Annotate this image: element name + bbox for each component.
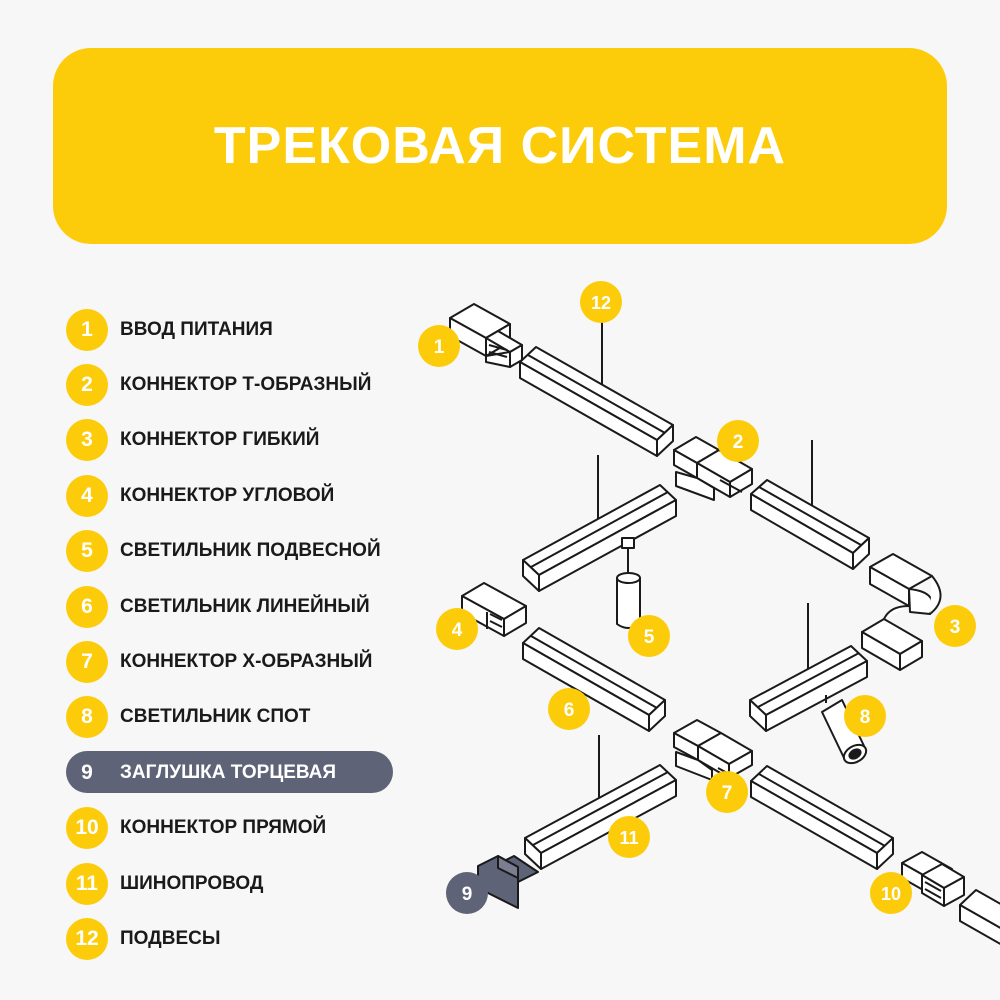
legend-number-badge: 1 <box>66 308 108 351</box>
legend-item-6[interactable]: 6 СВЕТИЛЬНИК ЛИНЕЙНЫЙ <box>66 579 406 634</box>
legend-item-5[interactable]: 5 СВЕТИЛЬНИК ПОДВЕСНОЙ <box>66 524 406 579</box>
legend-item-12[interactable]: 12 ПОДВЕСЫ <box>66 911 406 966</box>
callout-number: 10 <box>881 884 901 904</box>
callout-badge-7: 7 <box>706 771 748 813</box>
callout-badge-8: 8 <box>844 695 886 737</box>
legend-number-badge: 10 <box>66 807 108 850</box>
legend-item-2[interactable]: 2 КОННЕКТОР Т-ОБРАЗНЫЙ <box>66 357 406 412</box>
callout-number: 4 <box>452 620 463 641</box>
legend-item-7[interactable]: 7 КОННЕКТОР Х-ОБРАЗНЫЙ <box>66 634 406 689</box>
t-connector <box>673 436 753 501</box>
legend-label: КОННЕКТОР ПРЯМОЙ <box>120 817 327 839</box>
legend-label: ВВОД ПИТАНИЯ <box>120 318 273 340</box>
callout-number: 12 <box>591 293 611 313</box>
legend-item-8[interactable]: 8 СВЕТИЛЬНИК СПОТ <box>66 690 406 745</box>
legend-label: СВЕТИЛЬНИК СПОТ <box>120 706 311 728</box>
legend-item-9[interactable]: 9 ЗАГЛУШКА ТОРЦЕВАЯ <box>66 745 406 800</box>
legend-label: ШИНОПРОВОД <box>120 872 264 894</box>
track-rail <box>749 645 868 732</box>
end-cap <box>477 855 539 909</box>
x-connector <box>673 719 753 781</box>
suspension-wires <box>597 318 813 808</box>
callout-badge-11: 11 <box>608 816 650 858</box>
page-title: ТРЕКОВАЯ СИСТЕМА <box>213 117 787 175</box>
legend-label: ЗАГЛУШКА ТОРЦЕВАЯ <box>120 761 337 783</box>
callout-number: 3 <box>950 617 961 638</box>
legend-number-badge: 8 <box>66 696 108 739</box>
legend-label: КОННЕКТОР УГЛОВОЙ <box>120 484 335 506</box>
callout-number: 11 <box>619 828 638 848</box>
track-rail <box>959 889 1000 945</box>
callout-badge-10: 10 <box>870 872 912 914</box>
callout-badges: 1 2 3 4 5 6 7 8 9 10 11 12 <box>418 281 976 914</box>
power-input <box>449 303 523 368</box>
title-banner: ТРЕКОВАЯ СИСТЕМА <box>53 48 947 244</box>
legend-highlight-pill <box>66 751 393 794</box>
track-rail <box>522 484 677 592</box>
callout-number: 7 <box>722 783 733 804</box>
track-rail <box>524 764 677 870</box>
legend-number-badge: 12 <box>66 917 108 960</box>
legend-number-badge: 4 <box>66 474 108 517</box>
callout-number: 1 <box>434 337 445 358</box>
legend-item-3[interactable]: 3 КОННЕКТОР ГИБКИЙ <box>66 413 406 468</box>
callout-number: 5 <box>644 627 655 648</box>
callout-badge-9: 9 <box>446 872 488 914</box>
legend-number-badge: 6 <box>66 585 108 628</box>
legend-label: КОННЕКТОР Т-ОБРАЗНЫЙ <box>120 374 372 396</box>
legend-item-10[interactable]: 10 КОННЕКТОР ПРЯМОЙ <box>66 801 406 856</box>
callout-badge-2: 2 <box>717 420 759 462</box>
callout-badge-6: 6 <box>548 688 590 730</box>
track-rail <box>519 346 674 457</box>
legend-item-1[interactable]: 1 ВВОД ПИТАНИЯ <box>66 302 406 357</box>
straight-connector <box>901 851 965 907</box>
legend-number-badge: 11 <box>66 862 108 905</box>
legend-label: СВЕТИЛЬНИК ПОДВЕСНОЙ <box>120 540 381 562</box>
legend-label: КОННЕКТОР ГИБКИЙ <box>120 429 320 451</box>
callout-badge-4: 4 <box>436 608 478 650</box>
track-rail <box>750 765 894 870</box>
callout-badge-1: 1 <box>418 325 460 367</box>
legend-label: КОННЕКТОР Х-ОБРАЗНЫЙ <box>120 651 373 673</box>
legend-number-badge: 5 <box>66 530 108 573</box>
legend-label: СВЕТИЛЬНИК ЛИНЕЙНЫЙ <box>120 595 370 617</box>
legend-item-4[interactable]: 4 КОННЕКТОР УГЛОВОЙ <box>66 468 406 523</box>
flexible-connector <box>861 553 942 671</box>
callout-badge-5: 5 <box>628 615 670 657</box>
callout-badge-12: 12 <box>580 281 622 323</box>
legend-number-badge: 2 <box>66 364 108 407</box>
callout-number: 2 <box>733 432 744 453</box>
corner-connector <box>461 582 527 637</box>
track-rail <box>750 479 870 570</box>
callout-number: 8 <box>860 707 871 728</box>
track-rail <box>522 627 666 732</box>
legend-label: ПОДВЕСЫ <box>120 927 221 949</box>
legend-number-badge: 9 <box>81 760 93 784</box>
legend-item-11[interactable]: 11 ШИНОПРОВОД <box>66 856 406 911</box>
legend-number-badge: 3 <box>66 419 108 462</box>
callout-badge-3: 3 <box>934 605 976 647</box>
callout-number: 6 <box>564 700 575 721</box>
spot-light <box>821 695 868 765</box>
callout-number: 9 <box>462 884 473 905</box>
legend-number-badge: 7 <box>66 641 108 684</box>
